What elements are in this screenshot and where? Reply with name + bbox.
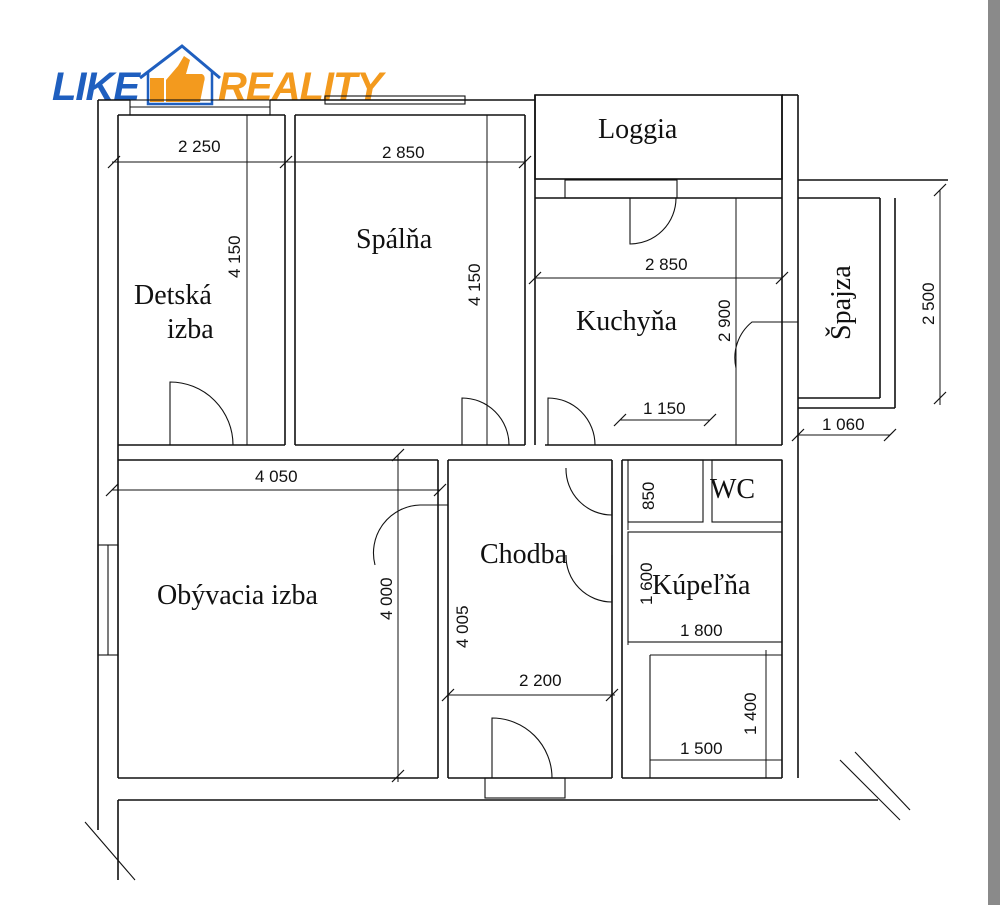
logo-reality-text: REALITY xyxy=(218,65,386,109)
like-reality-logo: LIKE REALITY xyxy=(52,44,387,109)
room-label-wc: WC xyxy=(710,474,755,505)
door-obyvacia xyxy=(372,504,448,566)
dim-kupelna-width: 1 800 xyxy=(680,621,723,640)
door-spalna xyxy=(461,397,510,446)
room-label-kuchyna: Kuchyňa xyxy=(576,306,678,337)
logo-like-text: LIKE xyxy=(52,65,141,109)
room-label-detska-line1: Detská xyxy=(134,280,212,311)
dim-kuchyna-height: 2 900 xyxy=(715,299,734,342)
scrollbar[interactable] xyxy=(988,0,1000,905)
dim-obyvacia-width: 4 050 xyxy=(255,467,298,486)
room-label-kupelna: Kúpeľňa xyxy=(652,570,751,601)
room-label-loggia: Loggia xyxy=(598,114,678,145)
room-labels: Loggia Spálňa Detská izba Kuchyňa Špajza… xyxy=(134,114,857,611)
door-kuchyna xyxy=(547,397,596,446)
door-spajza xyxy=(734,321,798,369)
dim-lower-width: 1 500 xyxy=(680,739,723,758)
dim-spalna-width: 2 850 xyxy=(382,143,425,162)
door-detska xyxy=(169,381,234,446)
dim-kuchyna-width: 2 850 xyxy=(645,255,688,274)
dim-chodba-width: 2 200 xyxy=(519,671,562,690)
dim-chodba-height: 4 005 xyxy=(453,605,472,648)
dim-spajza-width: 1 060 xyxy=(822,415,865,434)
dim-obyvacia-height: 4 000 xyxy=(377,577,396,620)
dim-detska-height: 4 150 xyxy=(225,235,244,278)
room-label-chodba: Chodba xyxy=(480,539,568,570)
door-kupelna xyxy=(565,554,613,603)
logo-house-thumb-icon xyxy=(139,44,221,106)
dim-detska-width: 2 250 xyxy=(178,137,221,156)
room-label-obyvacia: Obývacia izba xyxy=(157,580,318,611)
doors xyxy=(169,197,798,779)
walls xyxy=(84,94,948,881)
door-loggia xyxy=(629,197,677,245)
dim-wc-height: 850 xyxy=(639,482,658,510)
door-wc xyxy=(565,467,613,516)
door-entrance xyxy=(491,717,553,779)
room-label-spalna: Spálňa xyxy=(356,224,433,255)
room-label-spajza: Špajza xyxy=(826,265,857,340)
dim-kupelna-height: 1 600 xyxy=(637,562,656,605)
dim-spalna-height: 4 150 xyxy=(465,263,484,306)
room-label-detska-line2: izba xyxy=(167,314,214,345)
dim-lower-height: 1 400 xyxy=(741,692,760,735)
dimension-lines xyxy=(105,115,947,783)
dimension-labels: 2 250 2 850 4 150 4 150 2 850 2 900 1 15… xyxy=(178,137,938,758)
dim-spajza-height: 2 500 xyxy=(919,282,938,325)
dim-kuchyna-small: 1 150 xyxy=(643,399,686,418)
